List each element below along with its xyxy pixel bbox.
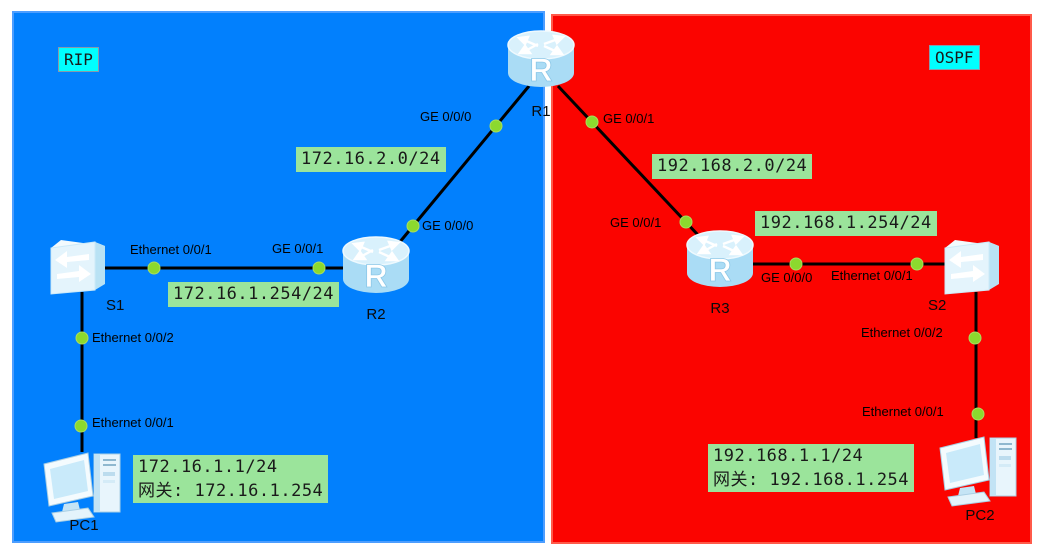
network-label-rip-link: 172.16.2.0/24: [296, 147, 446, 172]
port-dot: [312, 261, 326, 275]
device-s2-switch[interactable]: [940, 233, 1006, 297]
port-dot: [971, 407, 985, 421]
network-label-ospf-gateway: 192.168.1.254/24: [755, 211, 937, 236]
port-label-r3-ge000: GE 0/0/0: [761, 270, 813, 285]
r1-name-label: R1: [531, 103, 551, 120]
pc1-gateway: 网关: 172.16.1.254: [138, 481, 324, 501]
pc2-name-label: PC2: [965, 507, 995, 524]
port-dot: [147, 261, 161, 275]
port-label-pc1-eth001: Ethernet 0/0/1: [92, 415, 174, 430]
device-pc1[interactable]: [40, 444, 128, 524]
ospf-protocol-label: OSPF: [929, 45, 980, 70]
network-label-rip-gateway: 172.16.1.254/24: [168, 282, 340, 307]
pc2-ip: 192.168.1.1/24: [713, 446, 864, 466]
port-label-r3-ge001: GE 0/0/1: [610, 215, 662, 230]
port-dot: [74, 419, 88, 433]
port-dot: [489, 119, 503, 133]
port-dot: [75, 331, 89, 345]
pc1-name-label: PC1: [69, 517, 99, 534]
port-label-r1-ge000: GE 0/0/0: [420, 109, 472, 124]
s1-name-label: S1: [106, 297, 125, 314]
port-label-r2-ge001: GE 0/0/1: [272, 241, 324, 256]
rip-protocol-label: RIP: [58, 47, 99, 72]
port-dot: [910, 257, 924, 271]
s2-name-label: S2: [928, 297, 947, 314]
device-r3-router[interactable]: [684, 228, 756, 290]
port-label-s2-eth002: Ethernet 0/0/2: [861, 325, 943, 340]
device-s1-switch[interactable]: [46, 233, 112, 297]
pc2-address-label: 192.168.1.1/24 网关: 192.168.1.254: [708, 444, 915, 492]
port-label-pc2-eth001: Ethernet 0/0/1: [862, 404, 944, 419]
port-label-s2-eth001: Ethernet 0/0/1: [831, 268, 913, 283]
port-dots: [74, 115, 985, 433]
r3-name-label: R3: [710, 300, 730, 317]
pc1-address-label: 172.16.1.1/24 网关: 172.16.1.254: [133, 455, 329, 503]
pc2-gateway: 网关: 192.168.1.254: [713, 470, 910, 490]
network-label-ospf-link: 192.168.2.0/24: [652, 154, 813, 179]
link-r1-r3[interactable]: [556, 84, 700, 237]
port-label-s1-eth002: Ethernet 0/0/2: [92, 330, 174, 345]
port-label-r1-ge001: GE 0/0/1: [603, 111, 655, 126]
port-dot: [968, 331, 982, 345]
port-label-s1-eth001: Ethernet 0/0/1: [130, 242, 212, 257]
device-r1-router[interactable]: [505, 28, 577, 90]
r2-name-label: R2: [366, 306, 386, 323]
port-dot: [406, 219, 420, 233]
device-r2-router[interactable]: [340, 234, 412, 296]
port-label-r2-ge000: GE 0/0/0: [422, 218, 474, 233]
pc1-ip: 172.16.1.1/24: [138, 457, 278, 477]
port-dot: [679, 215, 693, 229]
link-r2-r1[interactable]: [397, 85, 531, 244]
port-dot: [585, 115, 599, 129]
device-pc2[interactable]: [936, 428, 1024, 508]
port-dot: [789, 257, 803, 271]
